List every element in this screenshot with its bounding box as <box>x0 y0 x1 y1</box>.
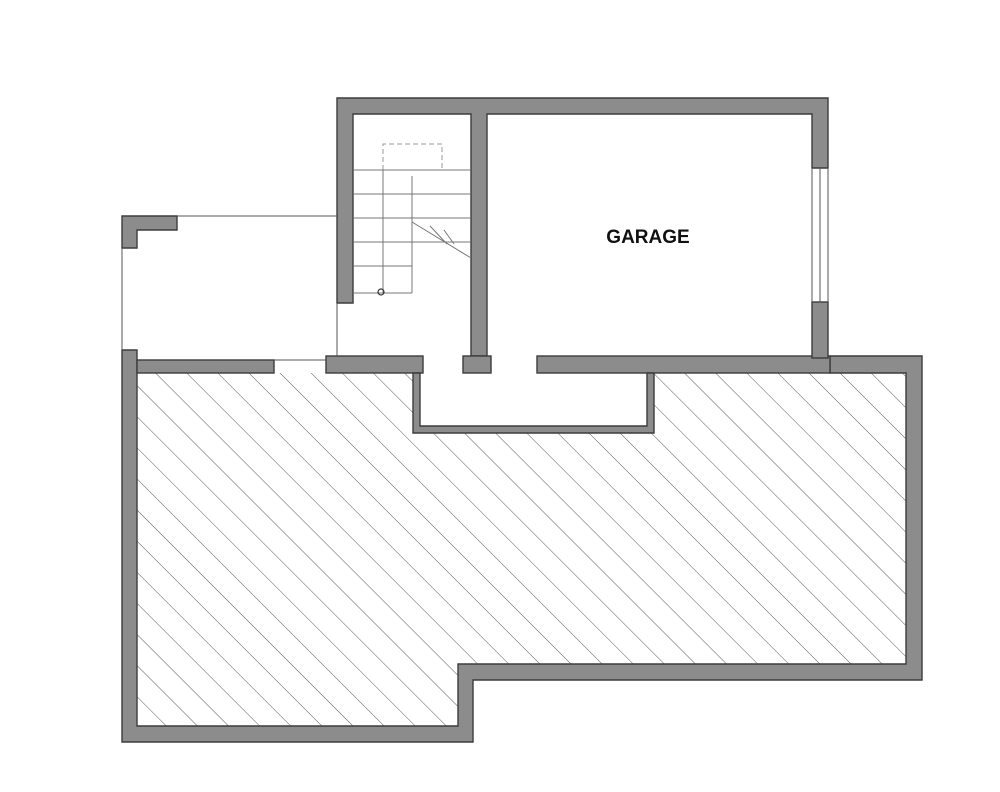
porch-corner-wall <box>121 215 178 249</box>
stair-garage-outer-wall <box>336 97 829 357</box>
entry-porch <box>121 215 338 361</box>
wall-segment-left <box>136 359 275 374</box>
garage-side-window <box>811 168 829 302</box>
garage-lower-right-wall <box>811 301 829 359</box>
wall-segment-mid <box>325 355 424 374</box>
garage-label: GARAGE <box>606 227 689 248</box>
staircase <box>353 143 472 296</box>
wall-segment-right <box>536 355 831 374</box>
hallway-recess-wall <box>412 372 655 434</box>
stair-newel-post <box>377 288 385 296</box>
stair-divider-post <box>462 355 492 374</box>
hatched-unexcavated-area <box>137 373 906 726</box>
